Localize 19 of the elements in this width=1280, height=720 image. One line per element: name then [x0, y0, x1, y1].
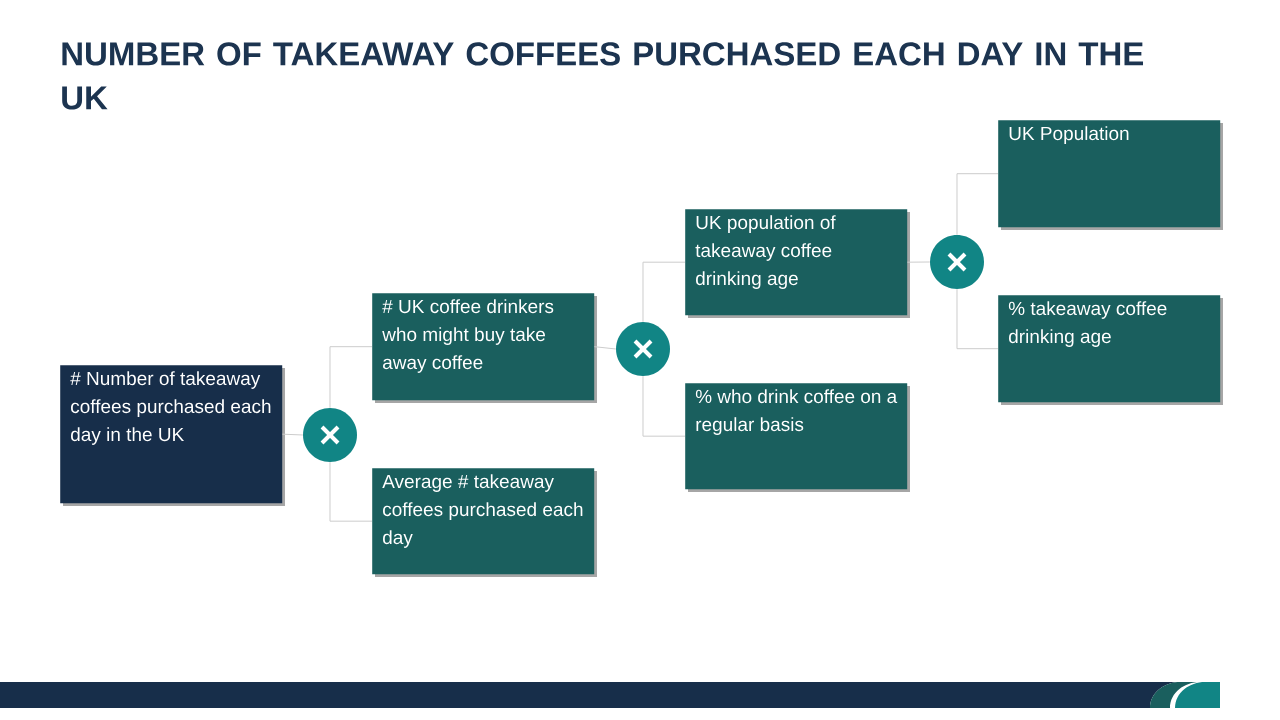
text-box: # UK coffee drinkers who might buy take away coffee — [372, 293, 597, 403]
text-box: # Number of takeaway coffees purchased each day in the UK — [60, 365, 285, 506]
text-box: UK population of takeaway coffee drinking age — [685, 209, 910, 318]
connector-line — [642, 375, 686, 437]
connector-line — [281, 433, 304, 436]
multiply-circle — [303, 408, 357, 462]
multiply-circle — [930, 235, 984, 289]
connector-line — [642, 261, 686, 323]
connector-line — [593, 346, 617, 350]
multiply-circle — [616, 322, 670, 376]
connector-line — [329, 346, 373, 409]
connector-line — [956, 173, 999, 236]
connector-line — [956, 288, 999, 350]
title: NUMBER OF TAKEAWAY COFFEES PURCHASED EACH DAY IN THE UK — [62, 42, 1143, 110]
text-box: % takeaway coffee drinking age — [998, 295, 1223, 405]
text-box: UK Population — [998, 120, 1223, 230]
text-box: Average # takeaway coffees purchased each day — [372, 468, 597, 577]
connector-line — [329, 461, 373, 522]
text-box: % who drink coffee on a regular basis — [685, 383, 910, 492]
